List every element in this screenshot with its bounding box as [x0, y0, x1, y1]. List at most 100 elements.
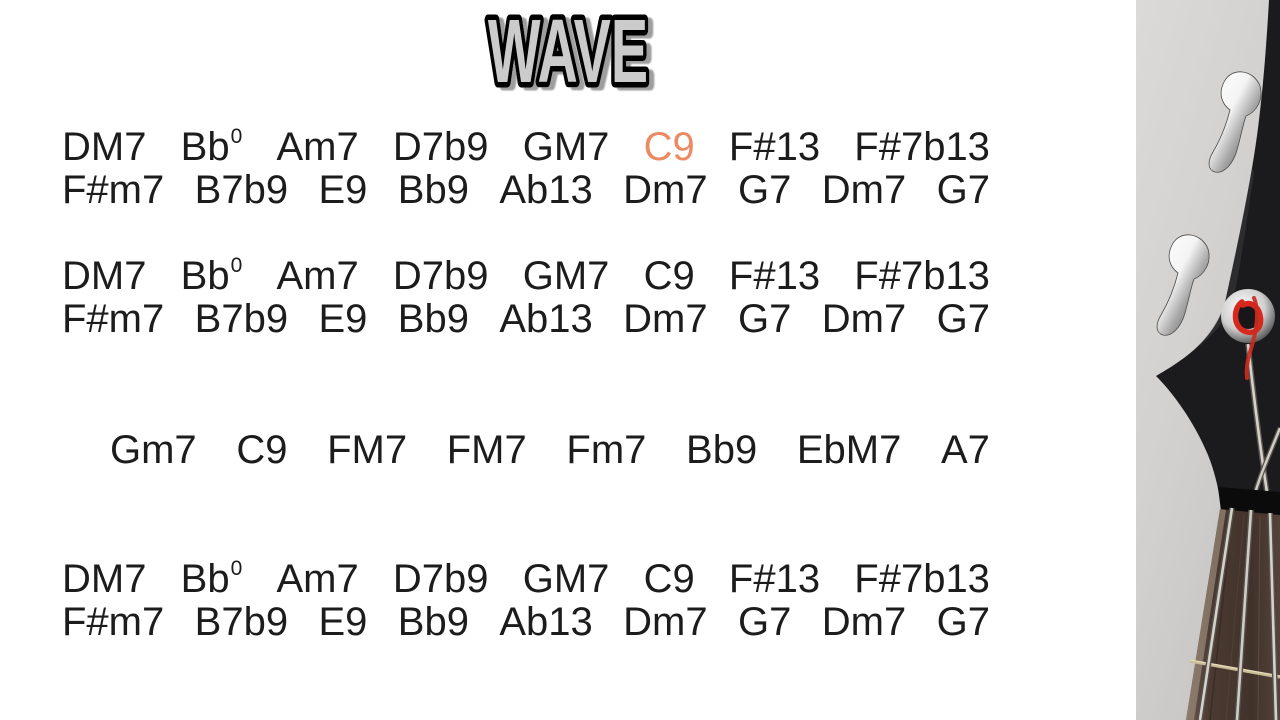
diminished-superscript: 0: [230, 125, 243, 148]
title-header: WAVE: [0, 0, 1136, 106]
chord-g7: G7: [937, 169, 990, 212]
chord-text: Fm7: [566, 428, 647, 472]
chord-text: F#13: [728, 254, 821, 298]
chord-text: E9: [318, 168, 368, 212]
chord-text: G7: [738, 600, 792, 644]
chord-text: Dm7: [821, 168, 907, 212]
chord-text: F#7b13: [854, 557, 990, 601]
chord-d7b9: D7b9: [393, 558, 489, 601]
chord-text: F#m7: [62, 168, 165, 212]
chord-text: F#m7: [62, 600, 165, 644]
chord-c9: C9: [644, 255, 695, 298]
chord-text: G7: [738, 168, 792, 212]
chord-ab13: Ab13: [499, 601, 592, 644]
chord-text: C9: [643, 254, 695, 298]
chord-text: Ab13: [499, 168, 593, 212]
chord-ab13: Ab13: [499, 298, 592, 341]
chord-text: G7: [936, 168, 990, 212]
chord-dm7: DM7: [62, 126, 146, 169]
chord-fm7: FM7: [447, 429, 527, 472]
chord-text: B7b9: [194, 168, 289, 212]
chord-e9: E9: [318, 169, 367, 212]
chord-text: Dm7: [821, 600, 907, 644]
neck-edge: [1186, 509, 1226, 720]
chord-text: Dm7: [623, 168, 708, 212]
chord-text: Dm7: [623, 600, 708, 644]
chord-bb: Bb0: [181, 126, 243, 169]
chord-fsharp7b13: F#7b13: [854, 558, 990, 601]
chord-g7: G7: [738, 601, 791, 644]
chord-b7b9: B7b9: [195, 601, 288, 644]
chord-text: EbM7: [796, 428, 902, 472]
chord-text: C9: [643, 557, 695, 601]
chord-gm7: GM7: [523, 255, 610, 298]
chord-c9: C9: [644, 126, 695, 169]
chord-text: F#7b13: [854, 125, 990, 169]
chord-text: Bb9: [397, 168, 469, 212]
chord-fsharp7b13: F#7b13: [854, 126, 990, 169]
chord-c9: C9: [644, 558, 695, 601]
chord-dm7: Dm7: [623, 169, 707, 212]
bass-guitar-headstock-photo: [1136, 0, 1280, 720]
section-bridge: Gm7 C9 FM7 FM7 Fm7 Bb9 EbM7 A7: [62, 429, 990, 472]
chord-text: C9: [236, 428, 288, 472]
chord-text: Am7: [276, 557, 359, 601]
chord-text: D7b9: [392, 557, 489, 601]
song-title-art: WAVE: [484, 2, 653, 106]
chord-b7b9: B7b9: [195, 298, 288, 341]
chord-text: GM7: [522, 254, 610, 298]
chord-text: D7b9: [392, 254, 489, 298]
chord-fsharp13: F#13: [729, 255, 820, 298]
chord-text: E9: [318, 297, 368, 341]
chord-text: Bb9: [686, 428, 758, 472]
chord-line: F#m7 B7b9 E9 Bb9 Ab13 Dm7 G7 Dm7 G7: [62, 601, 990, 644]
chord-dm7: Dm7: [822, 601, 906, 644]
chord-text: Ab13: [499, 297, 593, 341]
chord-text: G7: [738, 297, 792, 341]
chord-text: Gm7: [110, 428, 197, 472]
chord-bb9: Bb9: [686, 429, 757, 472]
chord-text: GM7: [522, 557, 610, 601]
chord-text: Ab13: [499, 600, 593, 644]
chord-g7: G7: [738, 169, 791, 212]
chord-fm7: Fm7: [566, 429, 646, 472]
chord-bb9: Bb9: [398, 298, 469, 341]
diminished-superscript: 0: [230, 254, 243, 277]
chord-text: DM7: [62, 254, 147, 298]
chord-text: Dm7: [623, 297, 708, 341]
chord-c9: C9: [236, 429, 287, 472]
chord-fsharp7b13: F#7b13: [854, 255, 990, 298]
chord-e9: E9: [318, 601, 367, 644]
chord-text: G7: [936, 297, 990, 341]
headstock-silhouette: [1156, 0, 1280, 506]
chord-fsharpm7: F#m7: [62, 601, 164, 644]
chord-text: FM7: [327, 428, 408, 472]
chord-text: FM7: [446, 428, 527, 472]
chord-g7: G7: [937, 601, 990, 644]
chord-a7: A7: [941, 429, 990, 472]
chord-text: B7b9: [194, 600, 289, 644]
chord-dm7: Dm7: [822, 169, 906, 212]
chord-line: Gm7 C9 FM7 FM7 Fm7 Bb9 EbM7 A7: [62, 429, 990, 472]
chord-bb: Bb0: [181, 558, 243, 601]
chord-am7: Am7: [276, 558, 358, 601]
tuning-post: [1221, 289, 1275, 380]
chord-d7b9: D7b9: [393, 255, 489, 298]
red-string-tail: [1244, 296, 1259, 380]
chord-ebm7: EbM7: [797, 429, 902, 472]
chord-text: Am7: [276, 254, 359, 298]
chord-ab13: Ab13: [499, 169, 592, 212]
chord-dm7: Dm7: [822, 298, 906, 341]
chord-text: Am7: [276, 125, 359, 169]
chord-text: D7b9: [392, 125, 489, 169]
chord-text: Bb9: [397, 297, 469, 341]
chord-text: Bb9: [397, 600, 469, 644]
